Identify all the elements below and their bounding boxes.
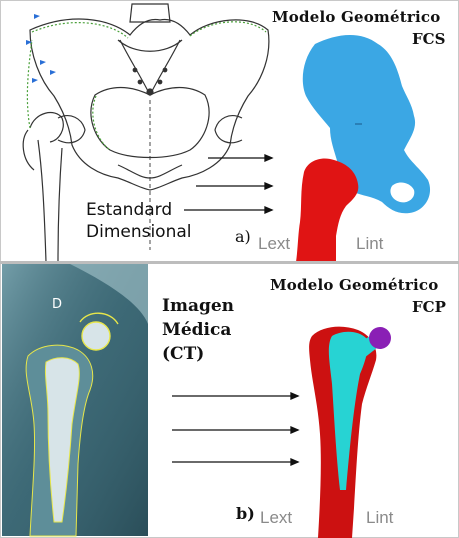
sacrum-dot-4 xyxy=(158,80,162,84)
implant-head xyxy=(369,327,391,349)
panel-b-letter: b) xyxy=(236,504,255,523)
pelvis-outline xyxy=(30,19,269,190)
panel-a: Modelo Geométrico FCS Estandard Dimensio… xyxy=(0,0,459,262)
panel-b-left-label: Lext xyxy=(260,508,292,528)
panel-b-source-line1: Imagen xyxy=(162,296,234,316)
arrow-a-3-head xyxy=(265,207,272,213)
xray-head xyxy=(82,322,110,350)
sacrum-dot-1 xyxy=(133,68,137,72)
arrows-b xyxy=(172,393,298,465)
acetabulum-right xyxy=(215,116,242,143)
femur-sketch xyxy=(23,113,63,262)
femur-shaft-sketch xyxy=(38,140,62,262)
marker-3 xyxy=(40,60,46,65)
arrow-b-3-head xyxy=(291,459,298,465)
panel-a-title: Modelo Geométrico xyxy=(272,8,440,26)
marker-4 xyxy=(32,78,38,83)
contour-trace xyxy=(27,22,266,150)
panel-a-left-label: Lext xyxy=(258,234,290,254)
panel-b-right-label: Lint xyxy=(366,508,393,528)
sacrum-dot-3 xyxy=(138,80,142,84)
panel-b-title: Modelo Geométrico xyxy=(270,276,438,294)
arrow-a-2-head xyxy=(265,183,272,189)
sacrum-base xyxy=(118,40,182,51)
panel-b-source-line2: Médica xyxy=(162,320,231,340)
panel-a-drawing xyxy=(0,0,459,262)
marker-5 xyxy=(50,70,56,75)
arrow-b-1-head xyxy=(291,393,298,399)
sacrum-dot-2 xyxy=(163,68,167,72)
panel-b-source-line3: (CT) xyxy=(162,344,204,364)
arrow-a-1-head xyxy=(265,155,272,161)
panel-a-source-line2: Dimensional xyxy=(86,222,192,242)
marker-1 xyxy=(34,14,40,19)
xray-image: D xyxy=(2,264,148,536)
panel-a-subtitle: FCS xyxy=(412,30,445,48)
arrow-b-2-head xyxy=(291,427,298,433)
panel-a-letter: a) xyxy=(235,227,251,246)
trochanter-sketch xyxy=(23,130,34,170)
arrows-a xyxy=(184,155,272,213)
panel-b-subtitle: FCP xyxy=(412,298,446,316)
landmark-markers xyxy=(26,14,56,83)
femur-head-sketch xyxy=(30,113,63,142)
sacrum xyxy=(120,40,180,95)
panel-b: D Modelo Geométrico FCP Imagen Médica (C… xyxy=(0,264,459,538)
xray-marker: D xyxy=(52,297,62,312)
femur-model xyxy=(296,159,358,263)
coccyx-dot xyxy=(147,89,153,95)
panel-a-source-line1: Estandard xyxy=(86,200,172,220)
panel-a-right-label: Lint xyxy=(356,234,383,254)
